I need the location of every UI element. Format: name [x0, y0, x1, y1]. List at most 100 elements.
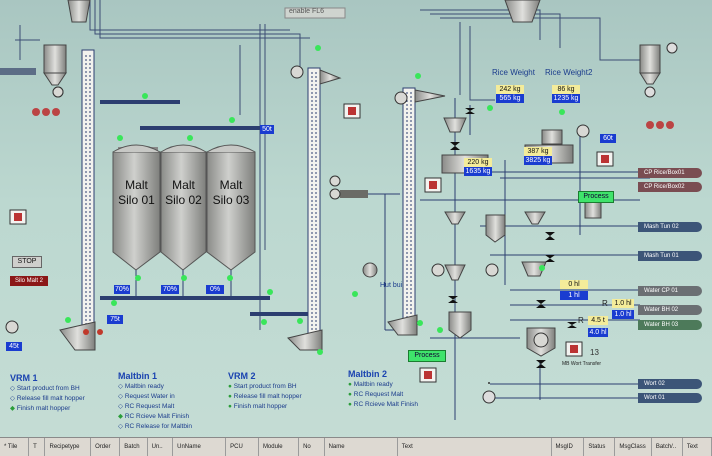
- legend-vrm1-item: ◆ Finish malt hopper: [10, 405, 71, 412]
- legend-maltbin1: Maltbin 1 ◇ Maltbin ready ◇ Request Wate…: [118, 370, 192, 432]
- outlet-wort-01[interactable]: Wort 01: [638, 393, 702, 403]
- col-no[interactable]: No: [299, 438, 325, 456]
- enable-banner-bg: [284, 7, 346, 19]
- outlet-cp-rice-box02[interactable]: CP Rice/Box02: [638, 182, 702, 192]
- outlet-water-bh-03[interactable]: Water BH 03: [638, 320, 702, 330]
- tank-level-10: 1.0 hl: [612, 310, 634, 319]
- outlet-mash-tun-02[interactable]: Mash Tun 02: [638, 222, 702, 232]
- outlet-water-cp-01[interactable]: Water CP 01: [638, 286, 702, 296]
- rice-weight-1-actual: 565 kg: [496, 94, 524, 103]
- hut-buffer-label: Hut bui: [380, 282, 403, 289]
- legend-text: Start product from BH: [233, 383, 297, 390]
- rice-weight-1-label: Rice Weight: [492, 68, 535, 77]
- col-name[interactable]: Name: [325, 438, 398, 456]
- rice-weight-2-actual: 1235 kg: [552, 94, 580, 103]
- outlet-cp-rice-box01[interactable]: CP Rice/Box01: [638, 168, 702, 178]
- bin-right-value: 60t: [600, 134, 616, 143]
- col-msgid[interactable]: MsgID: [552, 438, 585, 456]
- scale-a-actual: 1635 kg: [464, 167, 492, 176]
- elevator-right: [387, 87, 446, 336]
- silo-3-label: Malt Silo 03: [207, 178, 255, 208]
- scale-a-target: 220 kg: [464, 158, 492, 167]
- elevator-middle: [287, 67, 342, 351]
- legend-text: Finish malt hopper: [16, 405, 71, 412]
- enable-label: enable FL6: [289, 8, 325, 15]
- tank-level-40: 4.0 hl: [588, 328, 608, 337]
- legend-text: Release fill malt hopper: [16, 395, 85, 402]
- legend-vrm1-item: ◇ Start product from BH: [10, 385, 80, 392]
- outlet-wort-02[interactable]: Wort 02: [638, 379, 702, 389]
- legend-vrm1-title: VRM 1: [10, 373, 38, 383]
- legend-vrm1: VRM 1 ◇ Start product from BH ◇ Release …: [10, 372, 85, 414]
- legend-text: Maltbin ready: [353, 381, 393, 388]
- silo-1-level: 70%: [114, 285, 130, 294]
- col-order[interactable]: Order: [91, 438, 121, 456]
- vessel-number: 13: [590, 348, 599, 357]
- col-msgclass[interactable]: MsgClass: [615, 438, 652, 456]
- silo-3-line2: Silo 03: [212, 193, 250, 207]
- col-module[interactable]: Module: [259, 438, 300, 456]
- scale-b-actual: 3825 kg: [524, 156, 552, 165]
- col-pcu[interactable]: PCU: [226, 438, 259, 456]
- silo-2-level: 70%: [161, 285, 179, 294]
- outlet-water-bh-02[interactable]: Water BH 02: [638, 305, 702, 315]
- legend-maltbin2-item: ● Maltbin ready: [348, 381, 393, 388]
- rice-weight-2-target: 86 kg: [552, 85, 580, 94]
- col-t[interactable]: T: [29, 438, 46, 456]
- col-status[interactable]: Status: [584, 438, 616, 456]
- silo-malt-selector[interactable]: Silo Malt 2: [10, 276, 48, 286]
- outlet-mash-tun-01[interactable]: Mash Tun 01: [638, 251, 702, 261]
- legend-text: Release fill malt hopper: [233, 393, 302, 400]
- col-text[interactable]: Text: [398, 438, 552, 456]
- legend-vrm2-item: ● Start product from BH: [228, 383, 297, 390]
- top-hopper-right: [504, 0, 541, 23]
- malt-silos: [112, 144, 256, 296]
- silo-3-line1: Malt: [219, 178, 243, 192]
- legend-maltbin2: Maltbin 2 ● Maltbin ready ● RC Request M…: [348, 368, 418, 410]
- alarm-dots: [83, 329, 103, 335]
- silo-3-level: 0%: [206, 285, 224, 294]
- tank-level-1: 1 hl: [560, 291, 588, 300]
- bin-bottom-value: 75t: [107, 315, 123, 324]
- silo-2-line2: Silo 02: [165, 193, 202, 207]
- silo-2-label: Malt Silo 02: [161, 178, 206, 208]
- r1-label: R: [602, 299, 608, 308]
- bin-left-value: 45t: [6, 342, 22, 351]
- legend-text: Maltbin ready: [124, 383, 164, 390]
- legend-text: RC Rcieve Malt Finish: [353, 401, 419, 408]
- tank-level-0: 0 hl: [560, 280, 588, 289]
- col-unname[interactable]: UnName: [173, 438, 227, 456]
- legend-maltbin1-item: ◆ RC Rcieve Malt Finish: [118, 413, 190, 420]
- col-batch[interactable]: Batch: [120, 438, 148, 456]
- legend-maltbin2-item: ● RC Rcieve Malt Finish: [348, 401, 419, 408]
- legend-text: RC Request Malt: [353, 391, 404, 398]
- legend-vrm2-item: ● Release fill malt hopper: [228, 393, 302, 400]
- r2-value: 4.5 t: [588, 316, 608, 325]
- col-recipetype[interactable]: Recipetype: [45, 438, 92, 456]
- legend-maltbin2-item: ● RC Request Malt: [348, 391, 404, 398]
- process-button-1[interactable]: Process: [408, 350, 446, 362]
- legend-maltbin1-item: ◇ Request Water in: [118, 393, 175, 400]
- intake-right: [639, 42, 678, 129]
- scale-b-target: 387 kg: [524, 147, 552, 156]
- hut-buffer: [340, 190, 400, 331]
- panel-icons: [9, 103, 614, 383]
- stop-button[interactable]: STOP: [12, 256, 42, 268]
- r2-label: R: [578, 316, 584, 325]
- col-un[interactable]: Un..: [148, 438, 174, 456]
- legend-maltbin1-title: Maltbin 1: [118, 371, 158, 381]
- legend-vrm2-item: ● Finish malt hopper: [228, 403, 288, 410]
- legend-vrm2-title: VRM 2: [228, 371, 256, 381]
- col-tile[interactable]: * Tile: [0, 438, 30, 456]
- legend-maltbin1-item: ◇ Maltbin ready: [118, 383, 164, 390]
- legend-vrm2: VRM 2 ● Start product from BH ● Release …: [228, 370, 302, 412]
- legend-text: Request Water in: [124, 393, 175, 400]
- silo-2-line1: Malt: [172, 178, 195, 192]
- rice-weight-1-target: 242 kg: [496, 85, 524, 94]
- process-button-2[interactable]: Process: [578, 191, 614, 203]
- conveyor-top: [100, 100, 310, 316]
- col-text2[interactable]: Text: [683, 438, 712, 456]
- bin-top-right-value: 50t: [260, 125, 274, 134]
- col-batch2[interactable]: Batch/..: [652, 438, 683, 456]
